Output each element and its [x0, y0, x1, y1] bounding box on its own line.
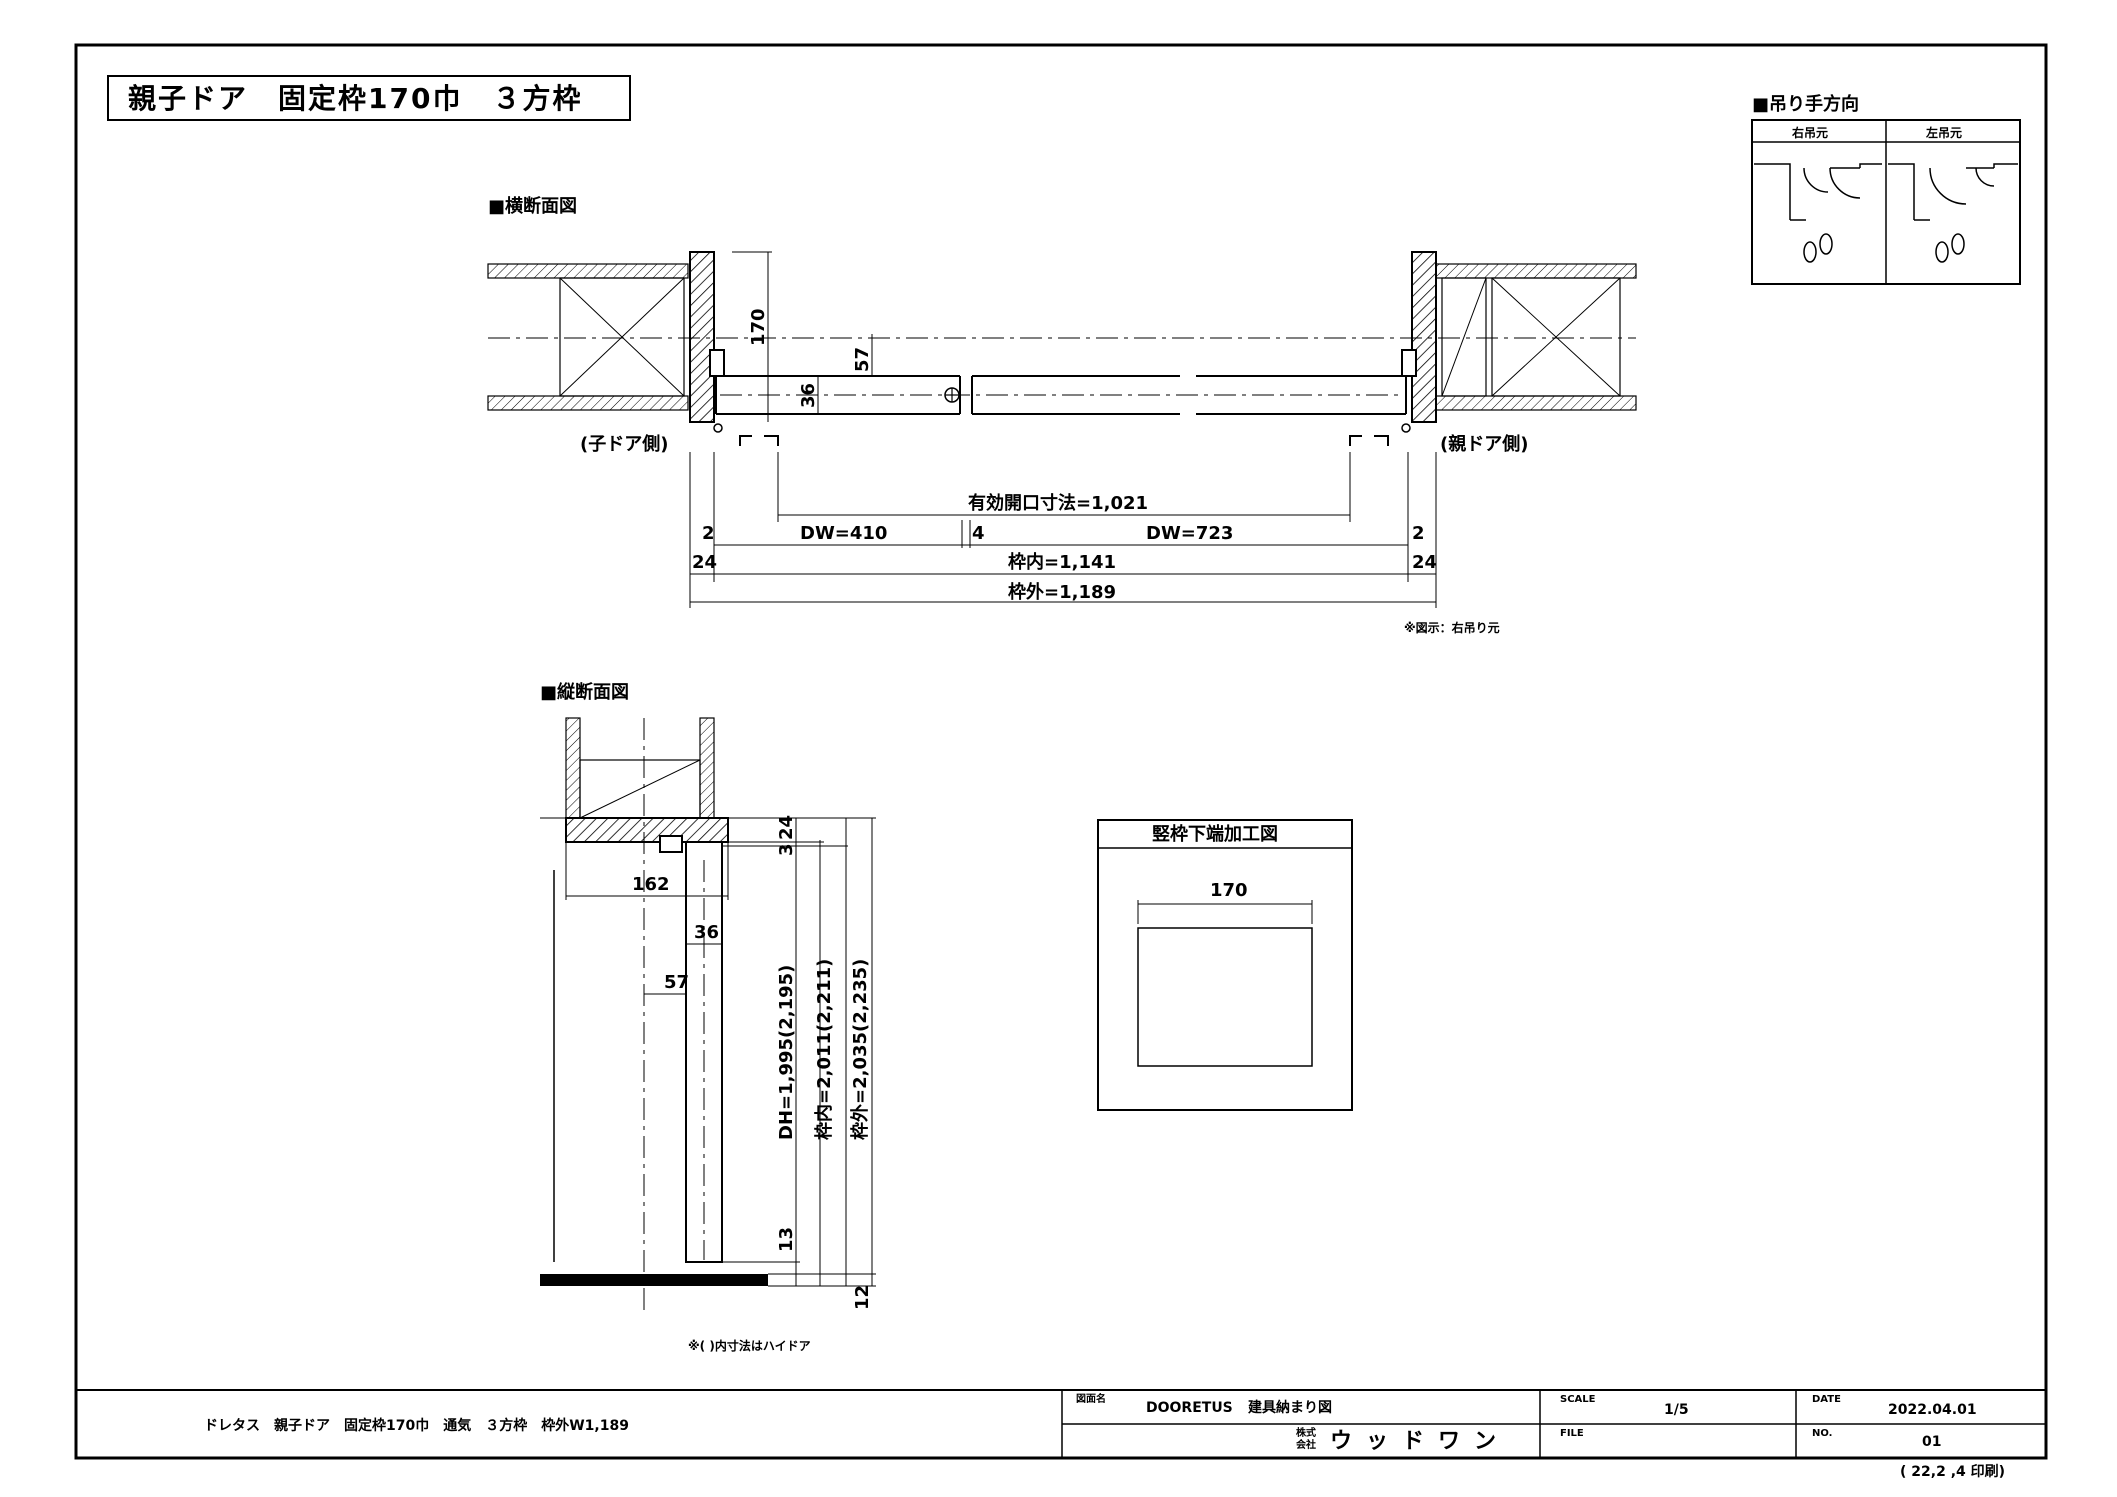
no-value: 01 [1922, 1434, 1941, 1450]
horizontal-section-heading: ■横断面図 [488, 195, 577, 217]
title-block: ドレタス 親子ドア 固定枠170巾 通気 ３方枠 枠外W1,189 図面名 DO… [76, 1389, 2046, 1480]
left-strike [709, 349, 725, 377]
dh-dim: DH=1,995(2,195) [776, 965, 797, 1140]
dim-frame-depth: 170 [748, 308, 769, 346]
right-wall [1435, 263, 1637, 411]
dw-left-dim: DW=410 [800, 523, 887, 544]
right-strike [1401, 349, 1417, 377]
left-hung-sketch [1888, 163, 2018, 263]
left-jamb-dims [732, 251, 873, 422]
hinge-direction-table: ■吊り手方向 右吊元 左吊元 [1751, 93, 2021, 285]
floor-slab [540, 1274, 768, 1286]
title-box [107, 75, 631, 121]
company-prefix-bottom: 会社 [1296, 1438, 1316, 1451]
dim-36-h: 36 [798, 383, 819, 408]
dim-57-h: 57 [852, 347, 873, 372]
dw-right-dim: DW=723 [1146, 523, 1233, 544]
dim-13-v: 13 [776, 1227, 797, 1252]
dim-extension-lines [689, 452, 1437, 608]
date-label: DATE [1812, 1394, 1841, 1405]
date-value: 2022.04.01 [1888, 1402, 1977, 1418]
scale-value: 1/5 [1664, 1402, 1689, 1418]
right-jamb [1411, 251, 1437, 423]
hinge-left-header: 左吊元 [1925, 125, 1962, 140]
dim-162: 162 [632, 874, 670, 895]
dim-12-v: 12 [852, 1285, 873, 1310]
parent-door-side-label: (親ドア側) [1440, 433, 1528, 455]
dim-24-v: 24 [776, 815, 797, 840]
parent-door-leaf [971, 375, 1407, 415]
hinge-direction-heading: ■吊り手方向 [1752, 93, 1859, 115]
file-label: FILE [1560, 1428, 1584, 1439]
side-left-24: 24 [692, 552, 717, 573]
child-door-side-label: (子ドア側) [580, 433, 668, 455]
swing-marks [739, 435, 1389, 446]
effective-opening-dim: 有効開口寸法=1,021 [968, 492, 1148, 514]
gap-4-dim: 4 [972, 523, 985, 544]
frame-inner-dim: 枠内=1,141 [1008, 551, 1116, 573]
dim-3-v: 3 [776, 843, 797, 856]
processing-dim-170: 170 [1210, 880, 1248, 901]
vertical-dim-chain [722, 817, 876, 1287]
left-jamb [689, 251, 715, 423]
jamb-bottom-processing: 竪枠下端加工図 170 [1097, 819, 1353, 1111]
head-jamb [565, 817, 729, 843]
scale-label: SCALE [1560, 1394, 1596, 1405]
drawing-name: 建具納まり図 [1248, 1399, 1332, 1416]
vertical-section: ■縦断面図 162 36 57 [540, 681, 876, 1353]
gap-left-2: 2 [702, 523, 715, 544]
drawing-name-label: 図面名 [1076, 1392, 1106, 1405]
side-right-24: 24 [1412, 552, 1437, 573]
company-name: ウッドワン [1330, 1429, 1510, 1454]
high-door-note: ※( )内寸法はハイドア [688, 1338, 811, 1353]
hinge-right-header: 右吊元 [1791, 125, 1828, 140]
left-wall [487, 263, 689, 411]
company-prefix-top: 株式 [1296, 1426, 1316, 1439]
drawing-title: 親子ドア 固定枠170巾 ３方枠 [128, 82, 582, 115]
right-hinge-pin [1401, 423, 1411, 433]
gap-right-2: 2 [1412, 523, 1425, 544]
left-hinge-pin [713, 423, 723, 433]
horizontal-section: ■横断面図 [487, 195, 1637, 635]
product-name: DOORETUS [1146, 1400, 1233, 1416]
processing-heading: 竪枠下端加工図 [1152, 823, 1278, 845]
frame-outer-v-dim: 枠外=2,035(2,235) [849, 959, 871, 1140]
frame-outer-dim: 枠外=1,189 [1008, 581, 1116, 603]
dim-57-v: 57 [664, 972, 689, 993]
sheet-border [74, 43, 2048, 1460]
dim-36-v: 36 [694, 922, 719, 943]
dim-lines [690, 514, 1436, 603]
drawing-description: ドレタス 親子ドア 固定枠170巾 通気 ３方枠 枠外W1,189 [204, 1417, 629, 1434]
right-hung-sketch [1754, 163, 1882, 263]
no-label: NO. [1812, 1428, 1832, 1439]
vertical-section-heading: ■縦断面図 [540, 681, 629, 703]
print-note: ( 22,2 ,4 印刷) [1900, 1463, 2005, 1480]
frame-inner-v-dim: 枠内=2,011(2,211) [813, 959, 835, 1140]
hinge-note: ※図示：右吊り元 [1404, 620, 1500, 635]
